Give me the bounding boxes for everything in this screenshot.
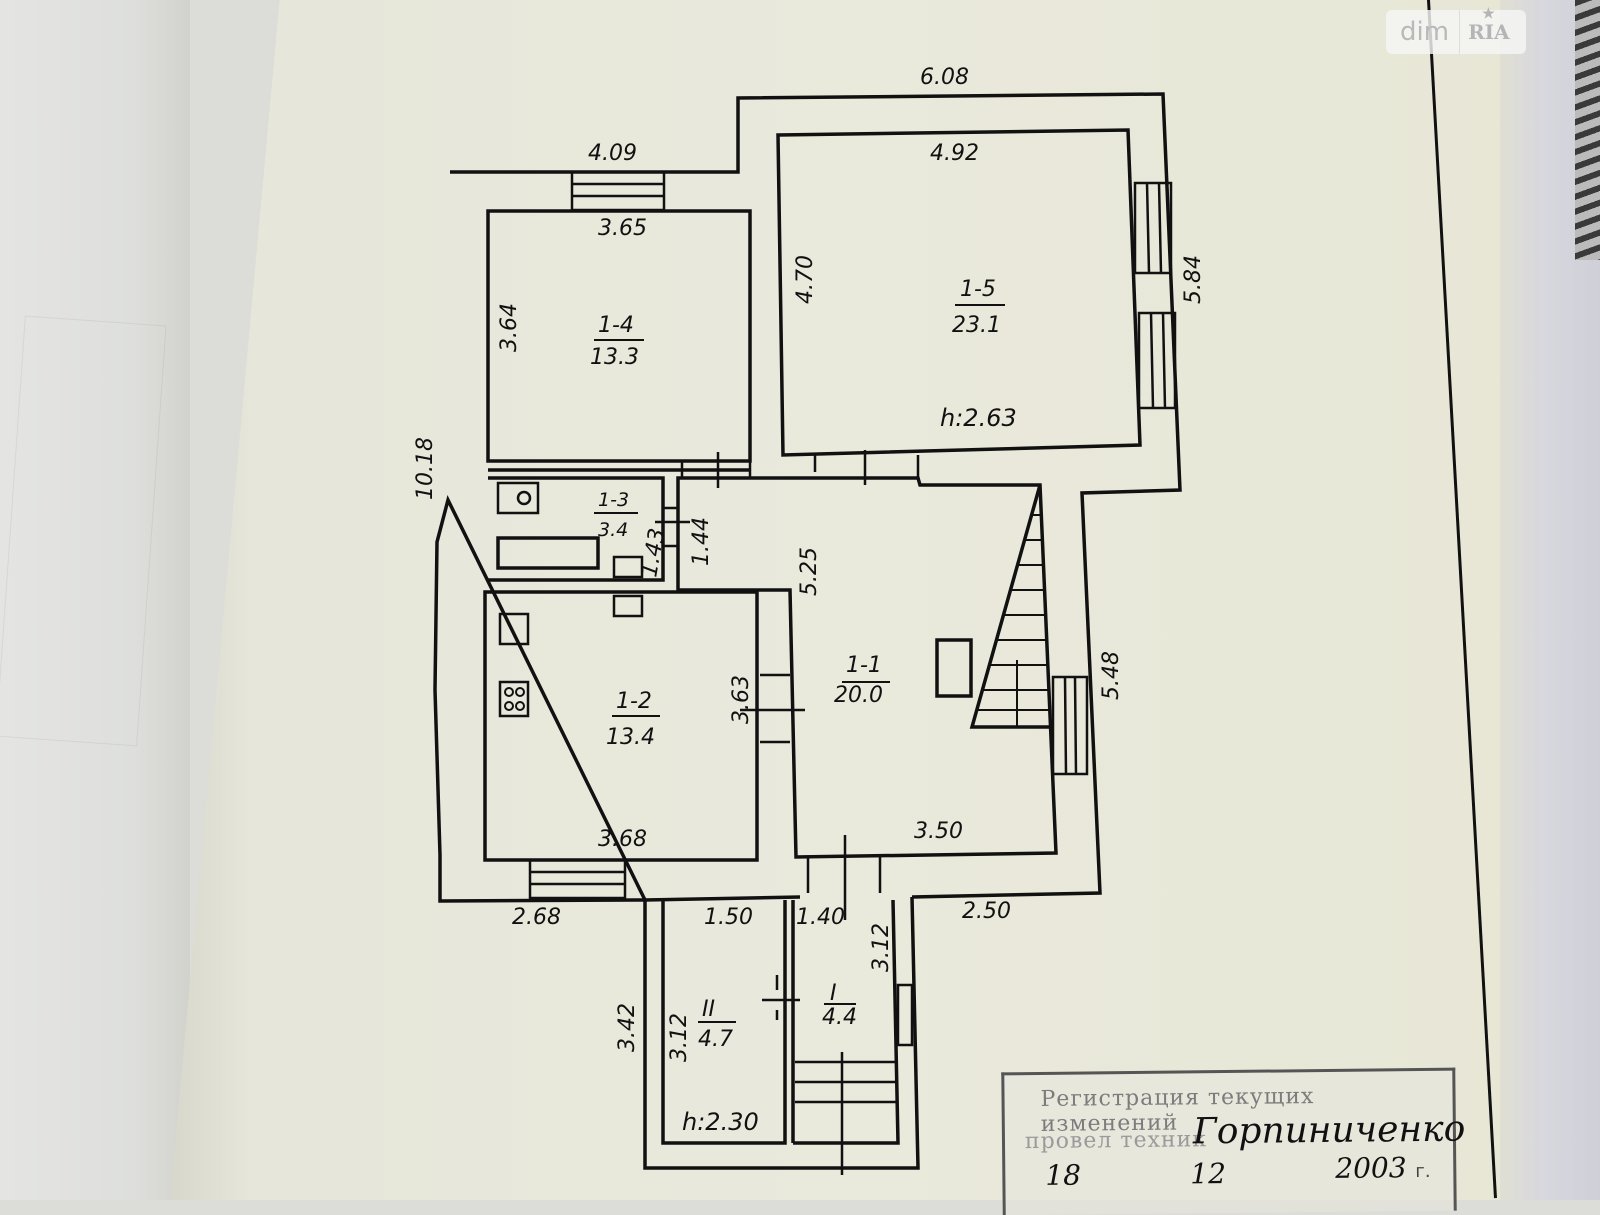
room-1-3-area: 3.4 <box>598 519 628 541</box>
dim-10-18: 10.18 <box>413 437 438 500</box>
watermark-dim-text: dim <box>1386 10 1461 54</box>
dim-2-50: 2.50 <box>962 899 1011 924</box>
left-facing-page <box>0 0 190 1200</box>
room-1-4-area: 13.3 <box>590 345 639 370</box>
dim-1-44: 1.44 <box>689 517 714 566</box>
watermark-ria-text: ★ RIA <box>1468 6 1510 44</box>
dim-5-48: 5.48 <box>1099 651 1124 700</box>
windows <box>528 170 1177 1047</box>
dimension-labels: 6.08 4.09 3.65 4.92 3.64 4.70 5.84 10.18… <box>413 65 1206 1062</box>
stamp-day: 18 <box>1045 1158 1082 1192</box>
dim-1-43: 1.43 <box>637 526 670 579</box>
dim-6-08: 6.08 <box>920 65 969 90</box>
dim-3-50: 3.50 <box>914 819 963 844</box>
dim-4-92: 4.92 <box>930 141 979 166</box>
sink-icon <box>498 612 530 646</box>
dim-3-42: 3.42 <box>615 1003 640 1052</box>
room-1-5-id: 1-5 <box>960 277 996 302</box>
dim-3-12-room-I: 3.12 <box>869 923 894 972</box>
dim-5-25: 5.25 <box>797 547 822 596</box>
dim-3-65: 3.65 <box>598 216 647 241</box>
dim-2-68: 2.68 <box>512 905 561 930</box>
dim-3-68: 3.68 <box>598 827 647 852</box>
dim-3-64: 3.64 <box>497 303 522 352</box>
dim-3-12-room-II: 3.12 <box>667 1013 692 1062</box>
stamp-line-2: провел техник <box>1024 1127 1208 1155</box>
outer-wall <box>433 92 1182 903</box>
room-I-id: I <box>830 981 837 1006</box>
dim-5-84: 5.84 <box>1181 255 1206 304</box>
dim-1-40: 1.40 <box>796 905 845 930</box>
entry-stairs <box>795 1052 897 1175</box>
room-1-1-id: 1-1 <box>846 653 882 678</box>
annex-walls <box>643 896 920 1170</box>
room-II-id: II <box>702 997 715 1022</box>
dim-1-50: 1.50 <box>704 905 753 930</box>
room-I-area: 4.4 <box>822 1005 857 1030</box>
water-heater-2 <box>612 594 644 618</box>
dimria-watermark: dim ★ RIA <box>1386 6 1526 54</box>
chimney <box>935 638 973 698</box>
room-1-2-id: 1-2 <box>616 689 652 714</box>
room-labels: 1-4 13.3 1-5 23.1 h:2.63 1-3 3.4 1-2 13.… <box>590 277 1017 1136</box>
room-1-4-id: 1-4 <box>598 313 634 338</box>
star-icon: ★ <box>1482 6 1495 22</box>
document-page <box>170 0 1540 1200</box>
room-1-5-area: 23.1 <box>952 313 1001 338</box>
registration-stamp: Регистрация текущих изменений провел тех… <box>1001 1067 1466 1215</box>
room-II-area: 4.7 <box>698 1027 733 1052</box>
ceiling-height-annex: h:2.30 <box>682 1108 759 1136</box>
stamp-year: 2003 <box>1335 1151 1407 1185</box>
dim-4-70: 4.70 <box>793 255 818 304</box>
room-1-2-area: 13.4 <box>606 725 655 750</box>
staircase <box>969 484 1050 729</box>
room-1-5-walls <box>776 128 1142 457</box>
stamp-signature: Горпиниченко <box>1192 1108 1466 1153</box>
room-1-3-id: 1-3 <box>598 489 629 511</box>
water-heater-1 <box>612 555 644 579</box>
dim-3-63: 3.63 <box>729 675 754 724</box>
dim-4-09: 4.09 <box>588 141 637 166</box>
stove-icon <box>498 680 530 718</box>
doors <box>655 450 920 1020</box>
stamp-month: 12 <box>1190 1157 1227 1191</box>
room-1-1-walls <box>676 476 1058 859</box>
background-fabric <box>1575 0 1600 260</box>
room-1-1-area: 20.0 <box>834 683 883 708</box>
stamp-year-suffix: г. <box>1415 1160 1431 1183</box>
ceiling-height-main: h:2.63 <box>940 404 1017 432</box>
